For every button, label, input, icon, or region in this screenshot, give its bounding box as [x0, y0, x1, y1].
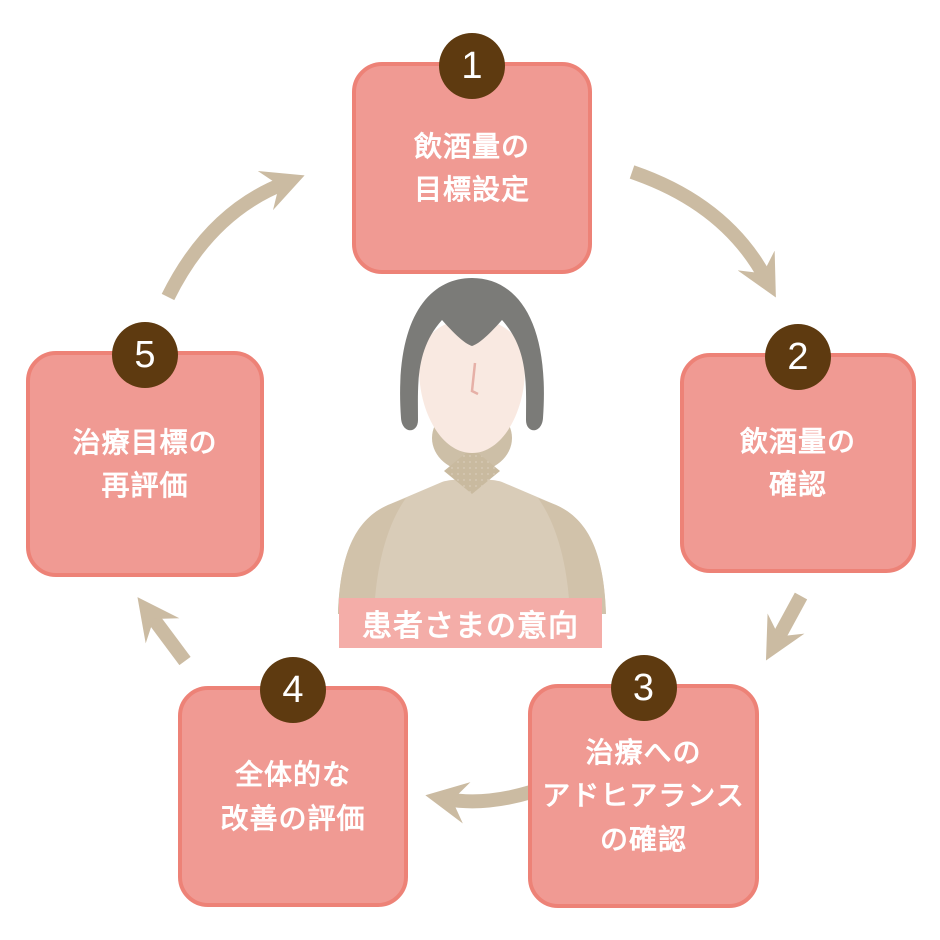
step-box-2: 2 飲酒量の 確認 — [680, 324, 916, 573]
arrow-step2-to-step3 — [765, 592, 808, 661]
arrow-step5-to-step1 — [161, 170, 305, 301]
step-number-badge: 1 — [439, 33, 505, 99]
nose-line — [470, 362, 479, 396]
step-label: 治療への アドヒアランス の確認 — [542, 731, 744, 861]
step-number-badge: 3 — [610, 655, 677, 721]
tie-knot-shape — [444, 448, 500, 494]
step-label: 全体的な 改善の評価 — [220, 753, 365, 840]
step-box-4: 4 全体的な 改善の評価 — [178, 657, 408, 907]
sweater-shape — [338, 479, 606, 614]
step-number-badge: 5 — [112, 322, 178, 388]
step-number-badge: 4 — [260, 657, 326, 723]
collar-shape — [432, 404, 512, 472]
arrow-step1-to-step2 — [629, 165, 776, 298]
step-box-5: 5 治療目標の 再評価 — [26, 322, 264, 577]
left-arm-shape — [338, 498, 406, 614]
patient-illustration — [338, 278, 606, 614]
arrow-step4-to-step5 — [137, 597, 191, 666]
step-label-line: 再評価 — [101, 470, 189, 501]
step-box-3: 3 治療への アドヒアランス の確認 — [528, 655, 759, 908]
step-label-line: 飲酒量の — [739, 425, 856, 457]
arrow-step3-to-step4 — [425, 782, 533, 824]
step-number-badge: 2 — [765, 324, 831, 390]
center-label-text: 患者さまの意向 — [362, 610, 579, 643]
step-label-line: の確認 — [599, 823, 687, 855]
step-label-line: 治療への — [585, 736, 702, 768]
step-label-line: 全体的な — [234, 759, 351, 791]
step-label-line: 治療目標の — [72, 426, 218, 458]
step-label-line: 確認 — [768, 469, 827, 500]
neck-shape — [446, 378, 498, 446]
hair-shape — [400, 278, 544, 431]
step-label-line: アドヒアランス — [542, 780, 745, 812]
step-label: 治療目標の 再評価 — [72, 421, 217, 508]
step-label: 飲酒量の 確認 — [740, 420, 856, 507]
center-label: 患者さまの意向 — [339, 598, 602, 648]
right-arm-shape — [538, 498, 606, 614]
step-label-line: 目標設定 — [413, 174, 530, 205]
step-box-1: 1 飲酒量の 目標設定 — [352, 33, 592, 274]
step-label: 飲酒量の 目標設定 — [414, 125, 530, 212]
face-shape — [418, 318, 526, 453]
step-label-line: 改善の評価 — [220, 802, 366, 834]
step-label-line: 飲酒量の — [413, 130, 530, 162]
